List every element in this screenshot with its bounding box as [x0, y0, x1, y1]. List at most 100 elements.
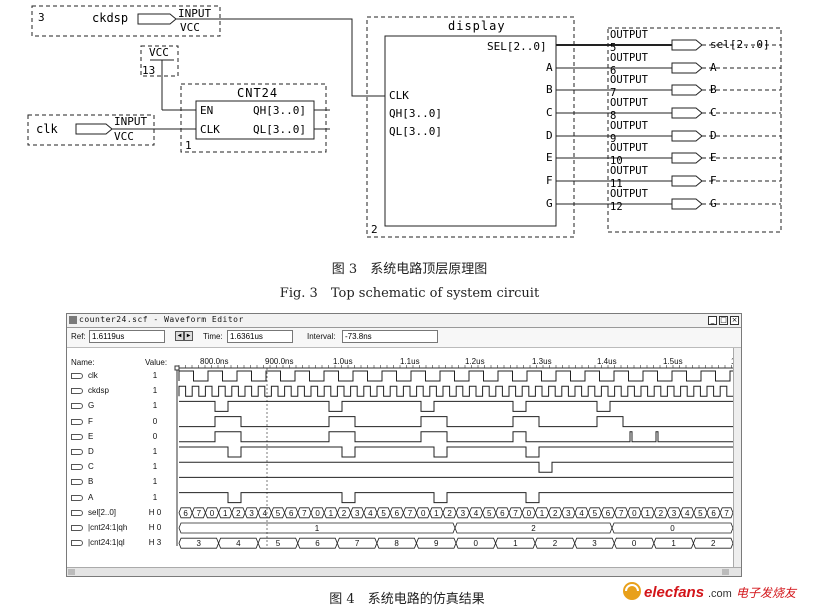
output-type-label: OUTPUT [610, 74, 648, 86]
clk-type-label: INPUT [114, 115, 148, 128]
output-number: 8 [610, 110, 617, 122]
clk-vcc-label: VCC [114, 130, 134, 143]
display-body [384, 35, 557, 227]
display-port-g: G [546, 197, 553, 210]
signal-pin-icon [71, 525, 83, 531]
digital-waveform [179, 416, 733, 428]
signal-name: E [88, 431, 94, 441]
sel-bus-label: 7 [724, 509, 729, 518]
output-name-label: F [710, 174, 717, 187]
output-type-label: OUTPUT [610, 29, 648, 41]
waveform-editor-window: counter24.scf - Waveform Editor _ □ × Re… [66, 313, 742, 577]
output-type-label: OUTPUT [610, 188, 648, 200]
sel-bus-label: 4 [368, 509, 373, 518]
signal-pin-icon [71, 433, 83, 440]
top-schematic [27, 5, 782, 238]
cnt24-body [195, 100, 315, 140]
ql-bus-label: 1 [671, 539, 676, 548]
sel-bus-label: 7 [513, 509, 518, 518]
output-name-label: D [710, 129, 717, 142]
cnt24-en-port: EN [200, 104, 214, 117]
signal-value: 1 [152, 401, 158, 411]
horizontal-scrollbar[interactable] [67, 567, 741, 576]
signal-value: H 0 [148, 507, 162, 517]
signal-name: B [88, 477, 94, 487]
cnt24-qh-port: QH[3..0] [253, 104, 306, 117]
sel-bus-label: 7 [408, 509, 413, 518]
output-type-label: OUTPUT [610, 52, 648, 64]
vertical-scrollbar[interactable] [733, 348, 741, 567]
display-port-d: D [546, 129, 553, 142]
sel-bus-label: 1 [223, 509, 228, 518]
display-number: 2 [371, 223, 378, 236]
vcc-label: VCC [149, 46, 169, 59]
ckdsp-pin-number: 3 [38, 11, 45, 24]
display-qh-port: QH[3..0] [389, 107, 442, 120]
ql-bus-label: 9 [434, 539, 439, 548]
output-name-label: A [710, 61, 717, 74]
output-number: 9 [610, 133, 617, 145]
signal-value: 0 [152, 431, 158, 441]
digital-waveform [179, 431, 733, 443]
sel-bus-label: 2 [659, 509, 664, 518]
signal-pin-icon [71, 494, 83, 501]
output-name-label: C [710, 106, 717, 119]
signal-name: A [88, 492, 94, 502]
output-pin-icon [671, 130, 703, 142]
signal-pin-icon [71, 373, 83, 379]
interval-field[interactable]: -73.8ns [342, 330, 438, 343]
sel-bus-label: 2 [236, 509, 241, 518]
ql-bus-label: 1 [513, 539, 518, 548]
qh-bus-label: 1 [315, 524, 320, 533]
ckdsp-input-pin-icon [137, 13, 177, 25]
clock-waveform [178, 370, 733, 382]
scroll-right-icon[interactable] [722, 569, 729, 575]
display-port-b: B [546, 83, 553, 96]
figure-4-caption-cn: 图 4 系统电路的仿真结果 [329, 592, 485, 607]
ql-bus-label: 7 [355, 539, 360, 548]
ckdsp-label: ckdsp [92, 11, 129, 25]
window-titlebar[interactable]: counter24.scf - Waveform Editor _ □ × [67, 314, 741, 328]
signal-name: |cnt24:1|qh [88, 523, 128, 532]
output-pin-icon [671, 107, 703, 119]
signal-pin-icon [71, 418, 83, 425]
maximize-button[interactable]: □ [719, 316, 728, 325]
scroll-left-icon[interactable] [68, 569, 75, 575]
digital-waveform [179, 446, 733, 458]
close-button[interactable]: × [730, 316, 739, 325]
ql-bus-label: 2 [711, 539, 716, 548]
ref-prev-arrow-icon[interactable]: ◀ [175, 331, 184, 341]
signal-name: F [88, 416, 93, 426]
ckdsp-vcc-label: VCC [180, 21, 200, 34]
ref-next-arrow-icon[interactable]: ▶ [184, 331, 193, 341]
svg-text:elecfans: elecfans [644, 584, 704, 601]
sel-bus-label: 6 [183, 509, 188, 518]
ref-field[interactable]: 1.6119us [89, 330, 165, 343]
sel-bus-label: 2 [447, 509, 452, 518]
digital-waveform [179, 461, 733, 473]
ql-bus-label: 4 [236, 539, 241, 548]
cnt24-title: CNT24 [237, 86, 279, 100]
sel-bus-label: 4 [685, 509, 690, 518]
cnt24-number: 1 [185, 139, 192, 152]
vcc-frame [140, 45, 179, 77]
signal-value: 1 [152, 477, 158, 487]
signal-name: G [88, 401, 95, 411]
time-tick-label: 1.4us [597, 357, 617, 366]
signal-value: H 3 [148, 538, 162, 548]
display-title: display [448, 19, 506, 33]
sel-bus-label: 3 [249, 509, 254, 518]
svg-text:电子发烧友: 电子发烧友 [736, 586, 798, 600]
signal-value: H 0 [148, 523, 162, 532]
interval-label: Interval: [307, 332, 336, 341]
minimize-button[interactable]: _ [708, 316, 717, 325]
time-field[interactable]: 1.6361us [227, 330, 293, 343]
app-icon [69, 316, 77, 324]
sel-bus-label: 7 [197, 509, 202, 518]
output-type-label: OUTPUT [610, 97, 648, 109]
sel-bus-label: 7 [619, 509, 624, 518]
signal-name: C [88, 462, 94, 472]
sel-bus-label: 2 [553, 509, 558, 518]
signal-pin-icon [71, 464, 83, 471]
